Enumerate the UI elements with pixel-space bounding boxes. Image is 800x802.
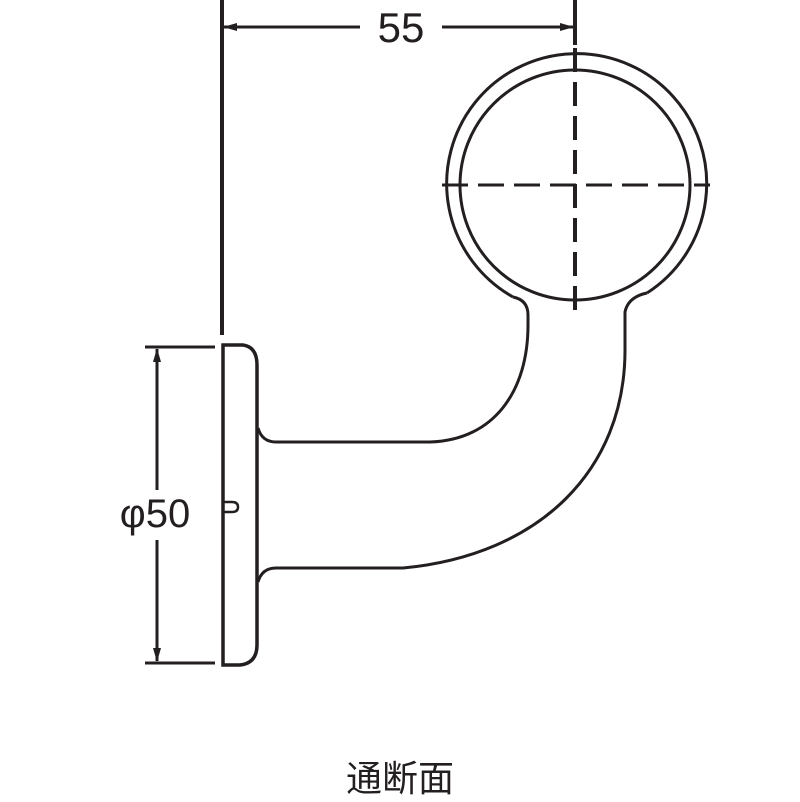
rail-outer-circle (445, 52, 709, 299)
section-caption: 通断面 (345, 759, 454, 800)
arm-upper-edge (256, 295, 530, 444)
arm-lower-edge (256, 291, 648, 583)
screw-icon (224, 500, 240, 514)
diameter-dimension-label: φ50 (100, 492, 210, 537)
width-dimension-label: 55 (377, 4, 425, 51)
rail-inner-circle (458, 68, 692, 302)
base-plate (221, 343, 259, 667)
